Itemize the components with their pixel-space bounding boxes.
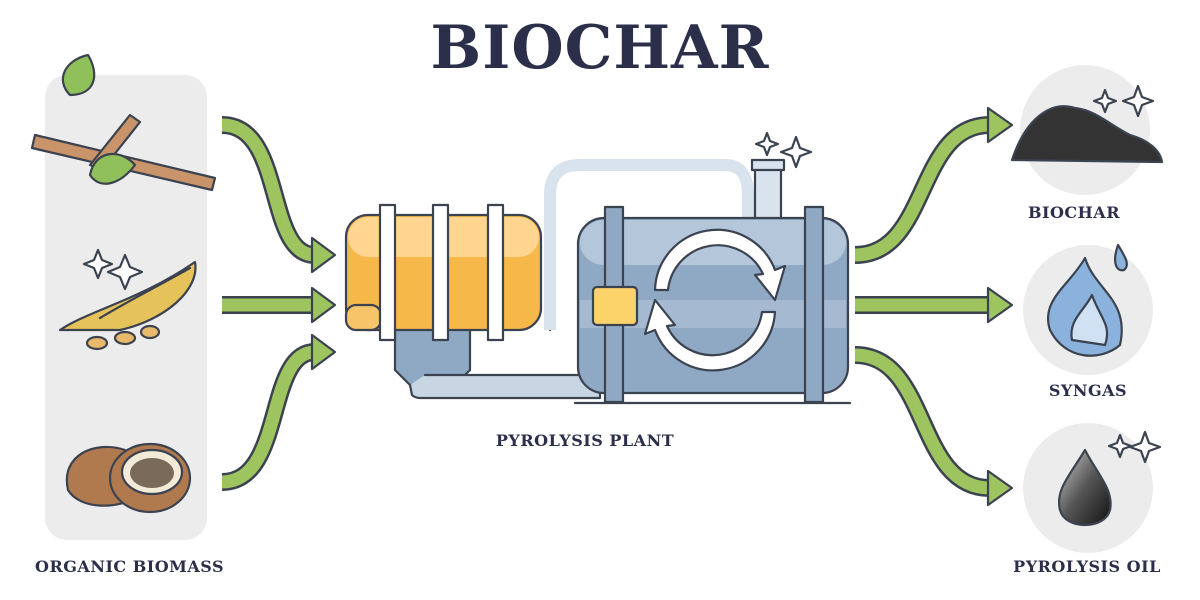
output-arrows: [854, 106, 1014, 507]
arrow-top-in: [220, 116, 337, 274]
biochar-pile-icon: [1010, 84, 1164, 164]
oil-drop-icon: [1057, 430, 1162, 527]
arrow-top-out: [854, 106, 1014, 264]
cycle-arrows-icon: [643, 228, 787, 372]
arrow-bottom-out: [854, 346, 1014, 507]
process-label: PYROLYSIS PLANT: [496, 431, 674, 450]
coconut-icon: [65, 442, 192, 514]
pyrolysis-plant-illustration: [344, 131, 852, 405]
grain-husk-icon: [58, 248, 197, 351]
arrow-middle-in: [222, 286, 337, 324]
input-arrows: [220, 116, 337, 491]
input-label: ORGANIC BIOMASS: [35, 557, 224, 576]
output-label-pyrolysis-oil: PYROLYSIS OIL: [1013, 557, 1161, 576]
wood-branch-icon: [30, 53, 217, 192]
arrow-middle-out: [855, 286, 1014, 324]
syngas-flame-icon: [1047, 243, 1128, 357]
page-title: BIOCHAR: [431, 13, 770, 83]
arrow-bottom-in: [220, 333, 337, 491]
output-label-biochar: BIOCHAR: [1028, 203, 1120, 222]
output-label-syngas: SYNGAS: [1049, 381, 1127, 400]
